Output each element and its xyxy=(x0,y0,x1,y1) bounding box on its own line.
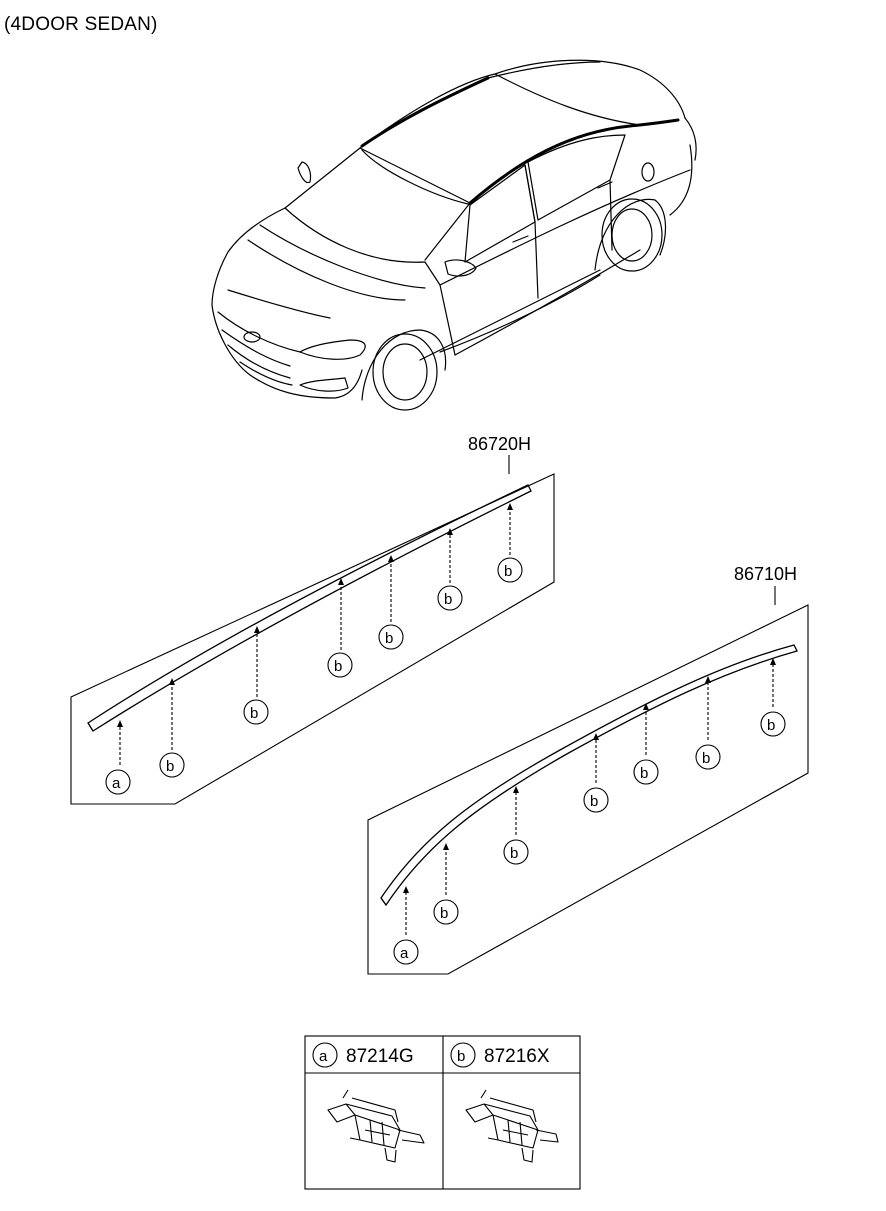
clip-legend-table xyxy=(304,1035,581,1190)
sedan-car-illustration xyxy=(211,59,697,411)
callout-b: b xyxy=(166,758,174,775)
lower-callouts: a b b b b b b xyxy=(400,717,775,962)
lower-molding-panel xyxy=(367,586,809,975)
callout-b: b xyxy=(767,717,775,734)
clip-b-illustration xyxy=(465,1089,559,1163)
legend-letter-a: a xyxy=(319,1048,328,1065)
callout-a: a xyxy=(112,775,121,792)
callout-b: b xyxy=(702,750,710,767)
callout-b: b xyxy=(440,905,448,922)
callout-b: b xyxy=(504,563,512,580)
upper-callouts: a b b b b b b xyxy=(112,563,512,792)
callout-b: b xyxy=(385,630,393,647)
upper-molding-panel xyxy=(70,455,555,805)
part-number-86720h: 86720H xyxy=(468,434,531,454)
legend-part-87214g: 87214G xyxy=(346,1046,414,1067)
callout-b: b xyxy=(250,705,258,722)
callout-b: b xyxy=(640,765,648,782)
legend-part-87216x: 87216X xyxy=(484,1046,550,1067)
diagram-title: (4DOOR SEDAN) xyxy=(4,14,158,35)
callout-b: b xyxy=(510,845,518,862)
legend-letter-b: b xyxy=(457,1048,465,1065)
clip-a-illustration xyxy=(327,1089,425,1163)
callout-b: b xyxy=(334,658,342,675)
callout-a: a xyxy=(400,945,409,962)
callout-b: b xyxy=(444,591,452,608)
callout-b: b xyxy=(590,793,598,810)
part-number-86710h: 86710H xyxy=(734,564,797,584)
